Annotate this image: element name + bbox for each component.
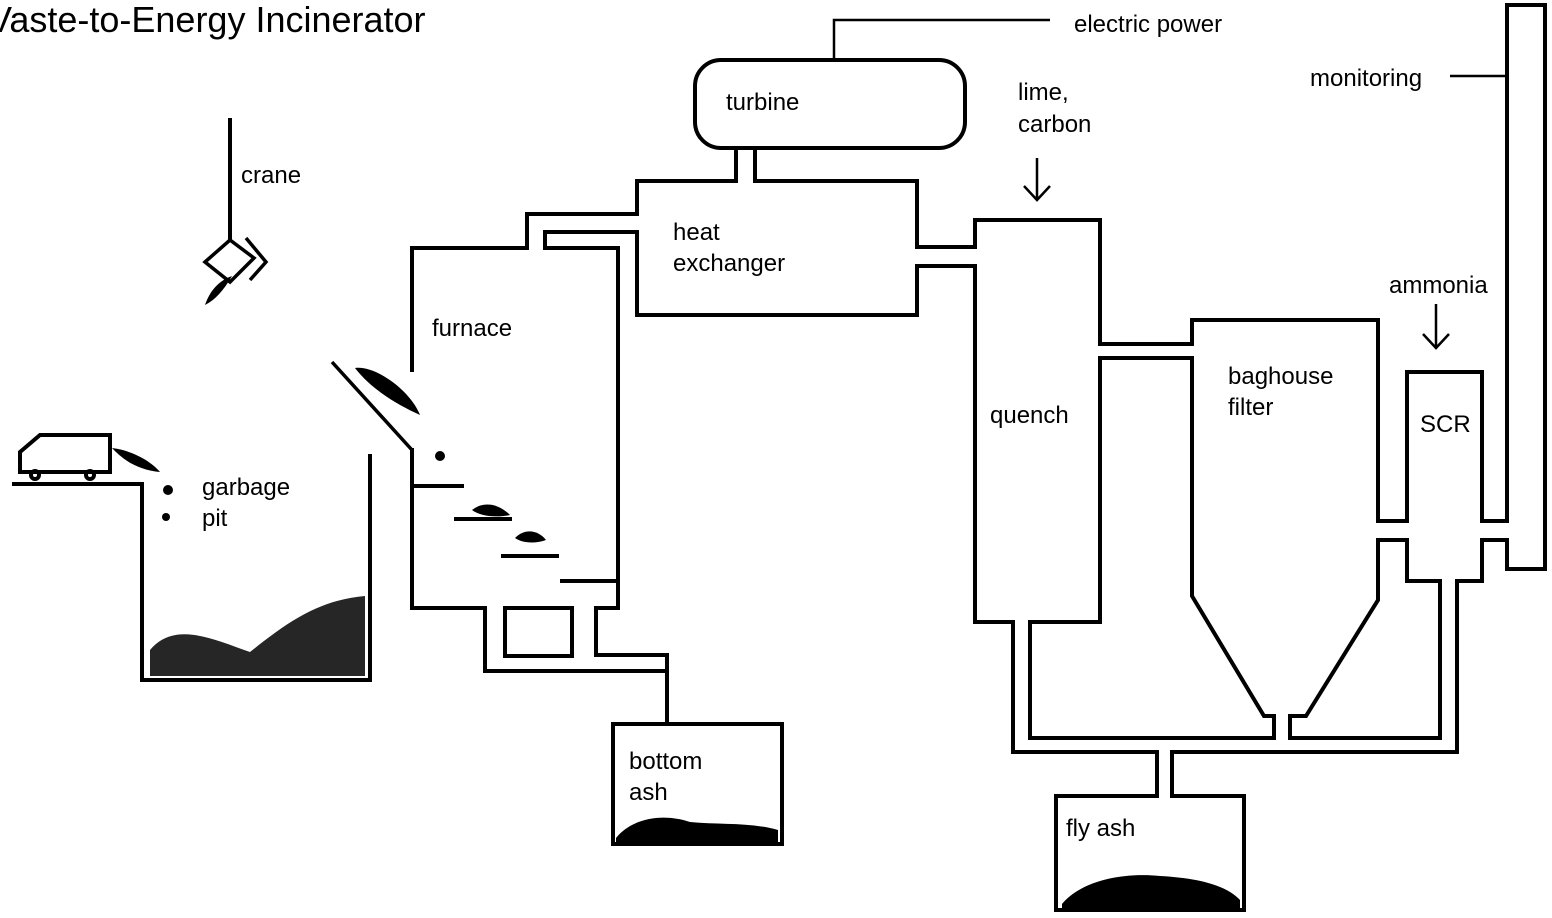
lime-carbon-arrow bbox=[1023, 158, 1051, 202]
label-heat: heat bbox=[673, 219, 720, 246]
garbage-pile bbox=[150, 596, 365, 676]
label-bottom: bottom bbox=[629, 748, 702, 775]
label-crane: crane bbox=[241, 162, 301, 189]
furnace-grate-steps bbox=[410, 484, 620, 583]
truck-body bbox=[18, 433, 112, 474]
label-lime: lime, bbox=[1018, 79, 1069, 106]
label-scr: SCR bbox=[1420, 411, 1471, 438]
label-carbon: carbon bbox=[1018, 111, 1091, 138]
turbine-box bbox=[693, 58, 967, 150]
label-garbage: garbage bbox=[202, 474, 290, 501]
furnace-grate-box bbox=[503, 606, 574, 658]
label-filter: filter bbox=[1228, 394, 1273, 421]
label-quench: quench bbox=[990, 402, 1069, 429]
label-pit: pit bbox=[202, 505, 228, 532]
truck-wheel-front bbox=[84, 469, 96, 481]
ammonia-arrow bbox=[1422, 304, 1450, 350]
baghouse-hopper bbox=[1288, 538, 1442, 740]
crane-claw bbox=[244, 236, 269, 282]
label-ash: ash bbox=[629, 779, 668, 806]
label-turbine: turbine bbox=[726, 89, 799, 116]
label-monitoring: monitoring bbox=[1310, 65, 1422, 92]
diagram-title: Vaste-to-Energy Incinerator bbox=[0, 0, 426, 40]
crane-bucket bbox=[202, 237, 257, 285]
label-exchanger: exchanger bbox=[673, 250, 785, 277]
label-fly-ash: fly ash bbox=[1066, 815, 1135, 842]
truck-debris bbox=[112, 448, 173, 521]
crane-debris bbox=[205, 276, 232, 305]
label-ammonia: ammonia bbox=[1389, 272, 1488, 299]
label-electric-power: electric power bbox=[1074, 11, 1222, 38]
chute-debris bbox=[355, 367, 420, 415]
grate-debris bbox=[435, 451, 546, 543]
label-furnace: furnace bbox=[432, 315, 512, 342]
quench-inner bbox=[1028, 356, 1276, 740]
fly-ash-pile bbox=[1062, 875, 1240, 908]
garbage-pit bbox=[140, 454, 372, 682]
label-baghouse: baghouse bbox=[1228, 363, 1333, 390]
electric-power-line bbox=[832, 18, 1050, 60]
heat-exchanger-outline bbox=[410, 3, 1547, 912]
furnace-wall bbox=[410, 448, 669, 673]
truck-wheel-rear bbox=[29, 469, 41, 481]
bottom-ash-pile bbox=[616, 817, 778, 842]
feed-chute bbox=[330, 360, 414, 452]
